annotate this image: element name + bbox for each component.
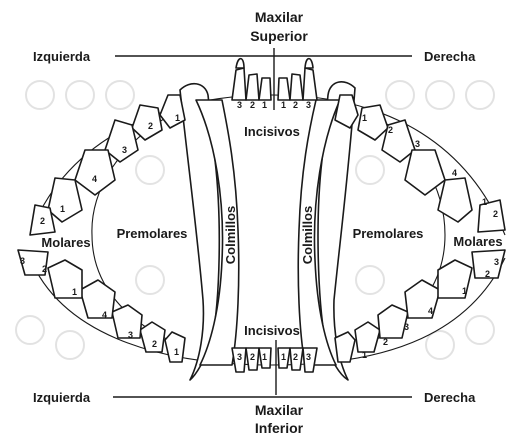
lower-jaw-title-line1: Maxilar	[255, 402, 304, 418]
side-label-top-left: Izquierda	[33, 49, 91, 64]
tooth-num: 2	[40, 216, 45, 226]
tooth-num: 2	[250, 100, 255, 110]
upper-right-cheek-teeth	[335, 95, 505, 232]
tooth-num: 3	[20, 256, 25, 266]
region-label-premolars-left: Premolares	[117, 226, 188, 241]
tooth-num: 1	[281, 352, 286, 362]
upper-jaw-title-line2: Superior	[250, 28, 308, 44]
lower-incisors	[232, 348, 317, 372]
tooth-num: 3	[404, 322, 409, 332]
tooth-num: 2	[388, 125, 393, 135]
tooth-num: 3	[415, 139, 420, 149]
region-label-incisors-lower: Incisivos	[244, 323, 300, 338]
tooth-num: 3	[128, 330, 133, 340]
side-label-bottom-right: Derecha	[424, 390, 476, 405]
tooth-num: 2	[293, 100, 298, 110]
tooth-num: 1	[174, 347, 179, 357]
lower-jaw-title-line2: Inferior	[255, 420, 304, 436]
lower-right-cheek-teeth	[335, 250, 505, 362]
tooth-num: 4	[92, 174, 97, 184]
tooth-num: 1	[362, 350, 367, 360]
tooth-num: 2	[383, 337, 388, 347]
upper-left-cheek-teeth	[30, 95, 185, 235]
tooth-num: 1	[72, 287, 77, 297]
tooth-num: 2	[293, 352, 298, 362]
tooth-num: 2	[250, 352, 255, 362]
tooth-num: 3	[306, 100, 311, 110]
tooth-num: 3	[237, 352, 242, 362]
region-label-canine-right: Colmillos	[300, 206, 315, 265]
tooth-num: 2	[485, 269, 490, 279]
tooth-num: 1	[482, 197, 487, 207]
side-label-top-right: Derecha	[424, 49, 476, 64]
tooth-num: 1	[262, 352, 267, 362]
tooth-num: 4	[428, 306, 433, 316]
region-label-molars-left: Molares	[41, 235, 90, 250]
tooth-num: 1	[175, 113, 180, 123]
tooth-num: 1	[60, 204, 65, 214]
tooth-num: 4	[452, 168, 457, 178]
region-label-canine-left: Colmillos	[223, 206, 238, 265]
tooth-num: 3	[237, 100, 242, 110]
region-label-incisors-upper: Incisivos	[244, 124, 300, 139]
tooth-num: 3	[494, 257, 499, 267]
tooth-num: 2	[42, 264, 47, 274]
tooth-num: 3	[122, 145, 127, 155]
tooth-num: 4	[102, 310, 107, 320]
tooth-num: 1	[362, 113, 367, 123]
side-label-bottom-left: Izquierda	[33, 390, 91, 405]
tooth-num: 1	[462, 286, 467, 296]
tooth-num: 1	[262, 100, 267, 110]
region-label-premolars-right: Premolares	[353, 226, 424, 241]
region-label-molars-right: Molares	[453, 234, 502, 249]
tooth-num: 2	[493, 209, 498, 219]
tooth-num: 1	[281, 100, 286, 110]
upper-jaw-title-line1: Maxilar	[255, 9, 304, 25]
tooth-num: 2	[152, 339, 157, 349]
tooth-num: 3	[306, 352, 311, 362]
tooth-num: 2	[148, 121, 153, 131]
